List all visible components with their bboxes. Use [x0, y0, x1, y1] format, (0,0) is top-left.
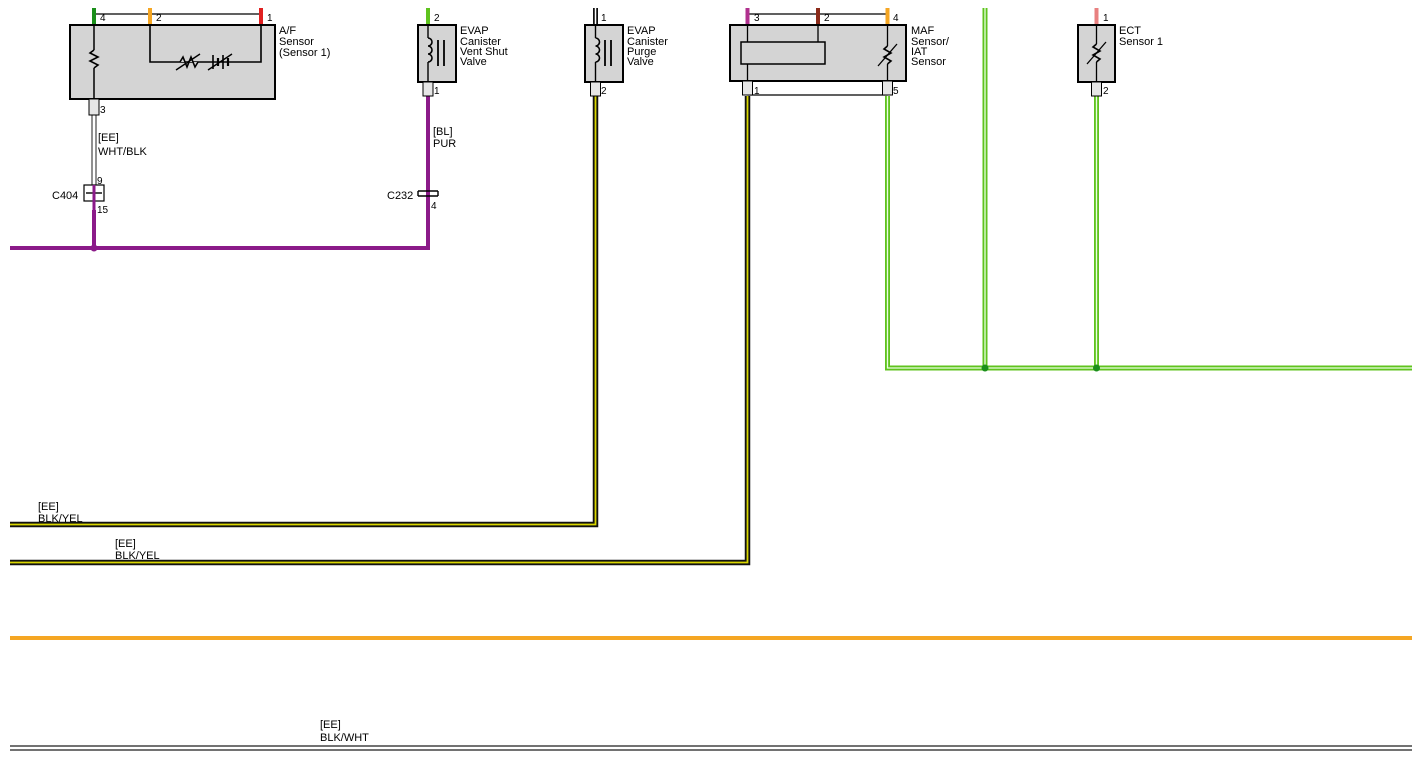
evap-vent-name-1: EVAP: [460, 25, 489, 37]
c404-label: C404: [52, 190, 78, 202]
af-wire-harness: [EE]: [98, 132, 119, 144]
evap-purge-valve[interactable]: [584, 8, 624, 97]
evap-purge-pin-top: 1: [601, 13, 607, 24]
green-bus-wire[interactable]: [885, 8, 1413, 371]
evap-purge-blk-yel-wire[interactable]: [10, 96, 599, 528]
c404-connector[interactable]: [83, 184, 105, 210]
bottom-wire-harness: [EE]: [320, 719, 341, 731]
maf-name-2: Sensor/: [911, 36, 950, 48]
maf-pin-1: 1: [754, 86, 760, 97]
evap-vent-name-2: Canister: [460, 36, 501, 48]
evap-purge-name-3: Purge: [627, 46, 656, 58]
evap-vent-valve[interactable]: [417, 8, 457, 97]
maf-wire-harness: [EE]: [115, 538, 136, 550]
ect-pin-bottom: 2: [1103, 86, 1109, 97]
af-pin-4: 4: [100, 13, 106, 24]
c404-pin-top: 9: [97, 176, 103, 187]
maf-pin-4: 4: [893, 13, 899, 24]
af-sensor-name-1: A/F: [279, 25, 296, 37]
evap-vent-name-3: Vent Shut: [460, 46, 508, 58]
maf-wire-color: BLK/YEL: [115, 550, 160, 562]
purple-bus-wire[interactable]: [10, 96, 430, 250]
evap-vent-wire-color: PUR: [433, 138, 456, 150]
maf-pin-5: 5: [893, 86, 899, 97]
af-pin-3: 3: [100, 105, 106, 116]
evap-vent-pin-top: 2: [434, 13, 440, 24]
ect-pin-top: 1: [1103, 13, 1109, 24]
splice-purple: [90, 244, 98, 252]
maf-pin-3: 3: [754, 13, 760, 24]
af-sensor-name-3: (Sensor 1): [279, 47, 330, 59]
af-wht-blk-wire[interactable]: [91, 115, 97, 185]
evap-vent-name-4: Valve: [460, 56, 487, 68]
evap-vent-pin-bottom: 1: [434, 86, 440, 97]
af-sensor-name-2: Sensor: [279, 36, 314, 48]
evap-purge-name-1: EVAP: [627, 25, 656, 37]
ect-name-1: ECT: [1119, 25, 1141, 37]
ect-name-2: Sensor 1: [1119, 36, 1163, 48]
maf-blk-yel-wire[interactable]: [10, 96, 751, 566]
ect-sensor[interactable]: [1077, 8, 1116, 97]
maf-name-1: MAF: [911, 25, 935, 37]
c404-pin-bottom: 15: [97, 205, 109, 216]
c232-pin: 4: [431, 201, 437, 212]
bottom-wire-color: BLK/WHT: [320, 732, 369, 744]
c232-label: C232: [387, 190, 413, 202]
af-sensor[interactable]: [69, 8, 276, 116]
splice-green-2: [1093, 364, 1100, 372]
c232-connector[interactable]: [417, 190, 439, 197]
maf-pin-2: 2: [824, 13, 830, 24]
af-pin-1: 1: [267, 13, 273, 24]
maf-name-4: Sensor: [911, 56, 946, 68]
bottom-blk-wht-wire[interactable]: [10, 745, 1412, 751]
af-pin-2: 2: [156, 13, 162, 24]
purge-wire-harness: [EE]: [38, 501, 59, 513]
evap-purge-pin-bottom: 2: [601, 86, 607, 97]
maf-name-3: IAT: [911, 46, 928, 58]
splice-green-1: [981, 364, 989, 372]
af-wire-color: WHT/BLK: [98, 146, 148, 158]
maf-iat-sensor[interactable]: [729, 8, 907, 96]
evap-purge-name-2: Canister: [627, 36, 668, 48]
evap-vent-wire-harness: [BL]: [433, 126, 453, 138]
purge-wire-color: BLK/YEL: [38, 513, 83, 525]
evap-purge-name-4: Valve: [627, 56, 654, 68]
